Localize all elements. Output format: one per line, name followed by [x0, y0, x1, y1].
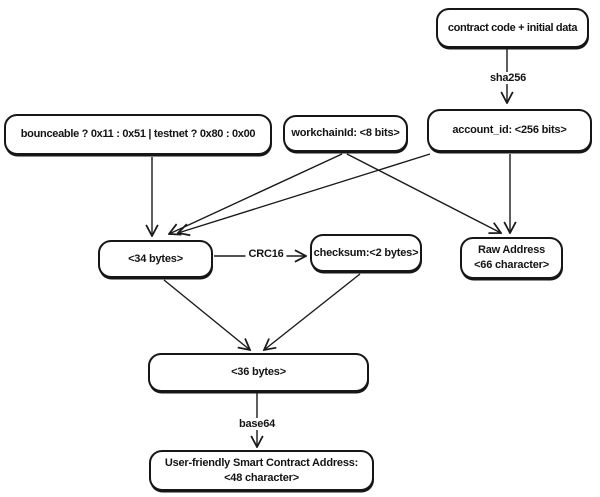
node-checksum: checksum:<2 bytes>: [310, 234, 422, 272]
node-user-friendly-address-line2: <48 character>: [224, 471, 299, 484]
edge-label-base64: base64: [235, 418, 279, 430]
node-user-friendly-address: User-friendly Smart Contract Address: <4…: [149, 450, 374, 491]
node-36-bytes: <36 bytes>: [148, 353, 369, 392]
node-workchain-id-label: workchainId: <8 bits>: [291, 127, 400, 140]
edge-label-sha256: sha256: [486, 72, 530, 84]
edge-label-crc16: CRC16: [245, 248, 287, 260]
edge-34bytes-to-36bytes: [163, 279, 250, 350]
edge-accountid-to-34bytes: [178, 153, 431, 233]
edge-workchainid-to-34bytes: [169, 153, 343, 234]
node-34-bytes-label: <34 bytes>: [128, 252, 183, 265]
node-account-id-label: account_id: <256 bits>: [452, 124, 567, 137]
node-bounceable-flag: bounceable ? 0x11 : 0x51 | testnet ? 0x8…: [4, 114, 272, 155]
edge-checksum-to-36bytes: [264, 273, 361, 350]
node-user-friendly-address-line1: User-friendly Smart Contract Address:: [164, 456, 359, 469]
edge-workchainid-to-rawaddress: [346, 153, 501, 233]
node-workchain-id: workchainId: <8 bits>: [283, 115, 408, 152]
node-raw-address: Raw Address <66 character>: [460, 237, 563, 279]
node-contract-code-label: contract code + initial data: [447, 21, 578, 34]
node-contract-code: contract code + initial data: [436, 8, 589, 48]
node-bounceable-flag-label: bounceable ? 0x11 : 0x51 | testnet ? 0x8…: [20, 128, 256, 141]
node-checksum-label: checksum:<2 bytes>: [313, 246, 419, 259]
node-raw-address-line1: Raw Address: [477, 244, 546, 257]
node-34-bytes: <34 bytes>: [98, 240, 213, 278]
node-36-bytes-label: <36 bytes>: [231, 366, 286, 379]
node-account-id: account_id: <256 bits>: [427, 109, 592, 152]
node-raw-address-line2: <66 character>: [474, 259, 549, 271]
